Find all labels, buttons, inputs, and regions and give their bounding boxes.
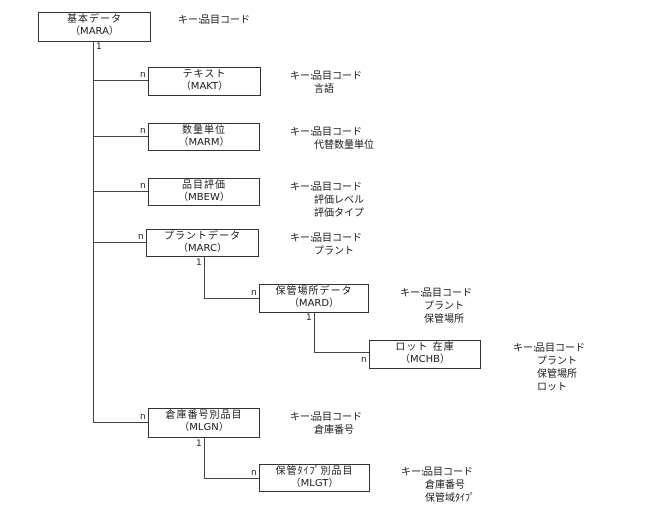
entity-code: （MARD） <box>288 298 340 309</box>
key-label: キー: <box>513 343 537 354</box>
key-field: 品目コード <box>535 343 585 354</box>
entity-mard[interactable]: 保管場所データ （MARD） <box>259 284 369 313</box>
key-list-mara: キー:品目コード <box>178 14 250 27</box>
key-label: キー: <box>290 412 314 423</box>
connector-mara-trunk <box>93 41 94 423</box>
entity-code: （MARM） <box>178 137 230 148</box>
entity-title: ロット 在庫 <box>395 342 455 353</box>
key-field: 品目コード <box>423 467 473 478</box>
cardinality-many: n <box>140 181 146 191</box>
connector-marm <box>93 136 148 137</box>
entity-code: （MBEW） <box>178 192 230 203</box>
entity-title: 保管場所データ <box>275 286 353 297</box>
entity-title: テキスト <box>182 69 227 80</box>
key-label: キー: <box>401 467 425 478</box>
cardinality-many: n <box>138 232 144 242</box>
key-field: 言語 <box>314 84 334 95</box>
key-field: プラント <box>424 301 464 312</box>
entity-code: （MARC） <box>178 243 227 254</box>
key-field: 倉庫番号 <box>425 480 465 491</box>
entity-mchb[interactable]: ロット 在庫 （MCHB） <box>369 340 481 369</box>
entity-code: （MCHB） <box>400 354 450 365</box>
entity-marm[interactable]: 数量単位 （MARM） <box>148 123 260 151</box>
key-field: プラント <box>314 246 354 257</box>
entity-mlgt[interactable]: 保管ﾀｲﾌﾟ別品目 （MLGT） <box>259 464 370 492</box>
key-label: キー: <box>290 233 314 244</box>
entity-makt[interactable]: テキスト （MAKT） <box>148 67 261 96</box>
key-field: 評価タイプ <box>314 208 364 219</box>
key-field: 倉庫番号 <box>314 425 354 436</box>
entity-mbew[interactable]: 品目評価 （MBEW） <box>148 178 260 206</box>
key-field: プラント <box>537 356 577 367</box>
key-field: 品目コード <box>422 288 472 299</box>
key-label: キー: <box>400 288 424 299</box>
key-list-mlgt: キー:品目コード 倉庫番号 保管域ﾀｲﾌﾟ <box>401 466 475 505</box>
key-list-makt: キー:品目コード 言語 <box>290 70 362 96</box>
key-field: 保管場所 <box>537 369 577 380</box>
connector-marc <box>93 242 146 243</box>
cardinality-many: n <box>361 355 367 365</box>
key-list-mard: キー:品目コード プラント 保管場所 <box>400 287 472 326</box>
cardinality-many: n <box>140 412 146 422</box>
cardinality-one: 1 <box>96 42 102 52</box>
key-list-mlgn: キー:品目コード 倉庫番号 <box>290 411 362 437</box>
entity-title: 品目評価 <box>182 180 226 191</box>
key-field: 品目コード <box>312 412 362 423</box>
key-list-mchb: キー:品目コード プラント 保管場所 ロット <box>513 342 585 394</box>
key-list-mbew: キー:品目コード 評価レベル 評価タイプ <box>290 181 364 220</box>
connector-mlgt <box>204 478 259 479</box>
cardinality-one: 1 <box>306 313 312 323</box>
key-label: キー: <box>290 127 314 138</box>
connector-mlgn <box>93 422 148 423</box>
key-field: ロット <box>537 382 567 393</box>
key-field: 保管場所 <box>424 314 464 325</box>
connector-mbew <box>93 191 148 192</box>
cardinality-one: 1 <box>196 258 202 268</box>
entity-code: （MLGT） <box>290 478 339 489</box>
entity-title: 保管ﾀｲﾌﾟ別品目 <box>275 466 354 477</box>
key-field: 品目コード <box>312 233 362 244</box>
entity-mara[interactable]: 基本データ （MARA） <box>38 12 151 42</box>
key-field: 品目コード <box>312 127 362 138</box>
entity-code: （MAKT） <box>180 81 229 92</box>
key-field: 保管域ﾀｲﾌﾟ <box>425 493 475 504</box>
key-field: 品目コード <box>312 71 362 82</box>
key-label: キー: <box>290 71 314 82</box>
entity-title: プラントデータ <box>164 231 241 242</box>
entity-mlgn[interactable]: 倉庫番号別品目 （MLGN） <box>148 408 260 438</box>
key-label: キー: <box>290 182 314 193</box>
key-field: 評価レベル <box>314 195 364 206</box>
key-field: 品目コード <box>312 182 362 193</box>
key-list-marc: キー:品目コード プラント <box>290 232 362 258</box>
entity-title: 倉庫番号別品目 <box>165 410 243 421</box>
cardinality-many: n <box>251 468 257 478</box>
key-label: キー: <box>178 15 202 26</box>
entity-title: 基本データ <box>67 14 122 25</box>
key-field: 品目コード <box>200 15 250 26</box>
cardinality-many: n <box>251 288 257 298</box>
connector-mard <box>204 298 259 299</box>
cardinality-many: n <box>140 126 146 136</box>
entity-title: 数量単位 <box>182 125 226 136</box>
cardinality-one: 1 <box>196 439 202 449</box>
cardinality-many: n <box>140 70 146 80</box>
connector-mlgn-trunk <box>204 437 205 479</box>
connector-marc-trunk <box>204 256 205 299</box>
key-list-marm: キー:品目コード 代替数量単位 <box>290 126 374 152</box>
entity-code: （MLGN） <box>179 422 229 433</box>
key-field: 代替数量単位 <box>314 140 374 151</box>
connector-makt <box>93 80 148 81</box>
entity-marc[interactable]: プラントデータ （MARC） <box>146 229 259 257</box>
entity-code: （MARA） <box>70 26 119 37</box>
connector-mchb <box>314 352 369 353</box>
connector-mard-trunk <box>314 312 315 353</box>
